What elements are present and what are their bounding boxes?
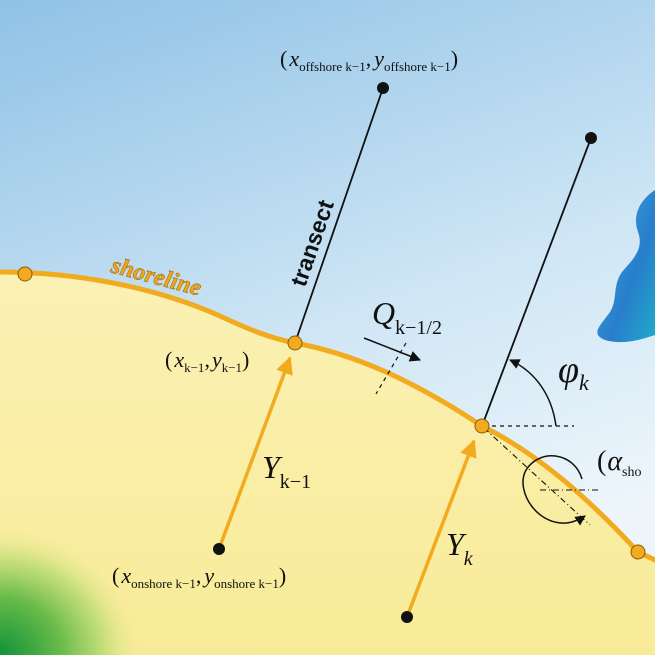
alpha-angle-arc	[522, 455, 586, 526]
Y-prev-label: Yk−1	[262, 449, 311, 493]
shore-point-prev	[287, 335, 303, 351]
shoreline-end-left-point	[17, 266, 33, 282]
Q-flux-arrow	[363, 337, 422, 362]
alpha-angle-label: (αsho	[597, 446, 641, 480]
alpha-tangent-line	[483, 427, 591, 526]
shoreline-curve	[0, 269, 655, 563]
onshore-prev-coord-label: (xonshore k−1,yonshore k−1)	[112, 563, 286, 591]
wave-shape	[597, 190, 655, 343]
Y-prev-vector	[217, 356, 293, 550]
shore-point-k	[474, 418, 490, 434]
shore-prev-coord-label: (xk−1,yk−1)	[165, 347, 249, 375]
Q-flux-label: Qk−1/2	[372, 295, 442, 339]
transect-line-k	[481, 137, 592, 427]
phi-angle-label: φk	[558, 349, 590, 395]
phi-angle-arc	[509, 359, 557, 427]
shoreline-end-right-point	[630, 544, 646, 560]
onshore-point-prev	[213, 543, 225, 555]
offshore-prev-coord-label: (xoffshore k−1,yoffshore k−1)	[280, 46, 458, 74]
Y-k-vector	[405, 439, 477, 618]
offshore-point-k	[585, 132, 597, 144]
transect-line-prev	[294, 87, 384, 344]
offshore-point-prev	[377, 82, 389, 94]
green-glow	[0, 420, 260, 655]
Y-k-label: Yk	[446, 526, 474, 570]
Q-dashed-normal	[375, 342, 407, 395]
onshore-point-k	[401, 611, 413, 623]
